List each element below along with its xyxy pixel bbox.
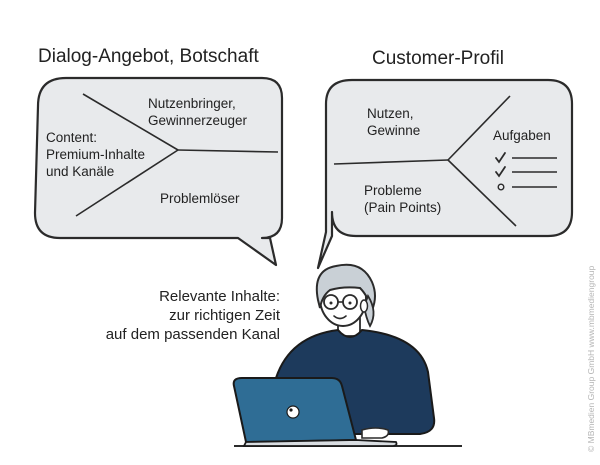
right-divider-top: [447, 95, 511, 161]
person-at-laptop-illustration: [232, 263, 462, 447]
right-divider-bottom: [447, 159, 517, 227]
right-bubble-title: Customer-Profil: [372, 48, 504, 69]
caption-line-2: zur richtigen Zeit: [169, 307, 280, 324]
caption-line-3: auf dem passenden Kanal: [105, 326, 280, 343]
left-divider-bottom: [75, 149, 179, 217]
right-top-left-line-1: Nutzen,: [367, 106, 414, 121]
caption: Relevante Inhalte: zur richtigen Zeit au…: [70, 287, 280, 344]
left-content-line-3: und Kanäle: [46, 164, 115, 179]
right-bottom-left-line-2: (Pain Points): [364, 200, 442, 215]
right-tasks-label: Aufgaben: [493, 128, 551, 143]
left-divider-top: [82, 93, 179, 151]
right-speech-bubble: [316, 78, 574, 270]
left-top-right-label: Nutzenbringer, Gewinnerzeuger: [148, 95, 247, 129]
left-top-right-line-2: Gewinnerzeuger: [148, 113, 248, 128]
right-divider-horizontal: [333, 159, 449, 165]
right-top-left-label: Nutzen, Gewinne: [367, 105, 420, 139]
right-bottom-left-label: Probleme (Pain Points): [364, 182, 441, 216]
copyright-notice: © MBmedien Group GmbH www.mbmediengroup: [586, 265, 596, 452]
left-content-line-2: Premium-Inhalte: [46, 147, 146, 162]
checklist-icon: [495, 152, 557, 191]
left-bottom-right-label: Problemlöser: [160, 191, 240, 206]
right-bottom-left-line-1: Probleme: [364, 183, 422, 198]
left-speech-bubble: [33, 76, 284, 267]
left-content-label: Content: Premium-Inhalte und Kanäle: [46, 129, 145, 180]
left-content-line-1: Content:: [46, 130, 98, 145]
left-divider-horizontal: [177, 149, 279, 153]
right-top-left-line-2: Gewinne: [367, 123, 421, 138]
caption-line-1: Relevante Inhalte:: [159, 288, 280, 305]
left-top-right-line-1: Nutzenbringer,: [148, 96, 236, 111]
left-bubble-title: Dialog-Angebot, Botschaft: [38, 46, 259, 67]
